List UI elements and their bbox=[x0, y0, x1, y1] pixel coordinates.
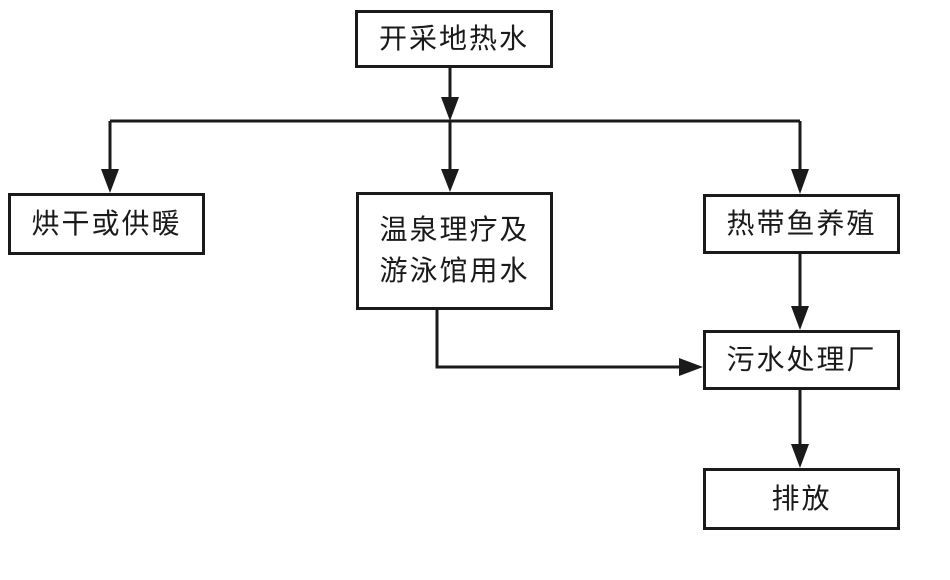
edge-branch-to-fish bbox=[791, 121, 809, 194]
node-tropical-fish: 热带鱼养殖 bbox=[703, 194, 900, 254]
node-spa-swimming-label-line1: 温泉理疗及 bbox=[379, 213, 530, 247]
node-drying-heating-label: 烘干或供暖 bbox=[31, 206, 182, 240]
node-geothermal-source: 开采地热水 bbox=[355, 10, 553, 68]
edge-source-to-branch bbox=[441, 68, 459, 121]
node-tropical-fish-label: 热带鱼养殖 bbox=[726, 206, 877, 240]
node-sewage-plant: 污水处理厂 bbox=[703, 330, 900, 390]
edge-sewage-to-discharge bbox=[791, 390, 809, 468]
node-discharge: 排放 bbox=[703, 468, 900, 530]
node-spa-swimming-label-line2: 游泳馆用水 bbox=[379, 254, 530, 287]
node-geothermal-source-label: 开采地热水 bbox=[378, 21, 529, 55]
node-sewage-plant-label: 污水处理厂 bbox=[726, 342, 877, 376]
node-spa-swimming: 温泉理疗及 游泳馆用水 bbox=[356, 192, 553, 310]
edge-branch-to-drying bbox=[101, 121, 119, 193]
edge-fish-to-sewage bbox=[791, 254, 809, 330]
edge-branch-to-spa bbox=[441, 121, 459, 192]
node-discharge-label: 排放 bbox=[771, 481, 832, 515]
edge-spa-to-sewage bbox=[435, 310, 703, 376]
node-drying-heating: 烘干或供暖 bbox=[8, 193, 205, 255]
